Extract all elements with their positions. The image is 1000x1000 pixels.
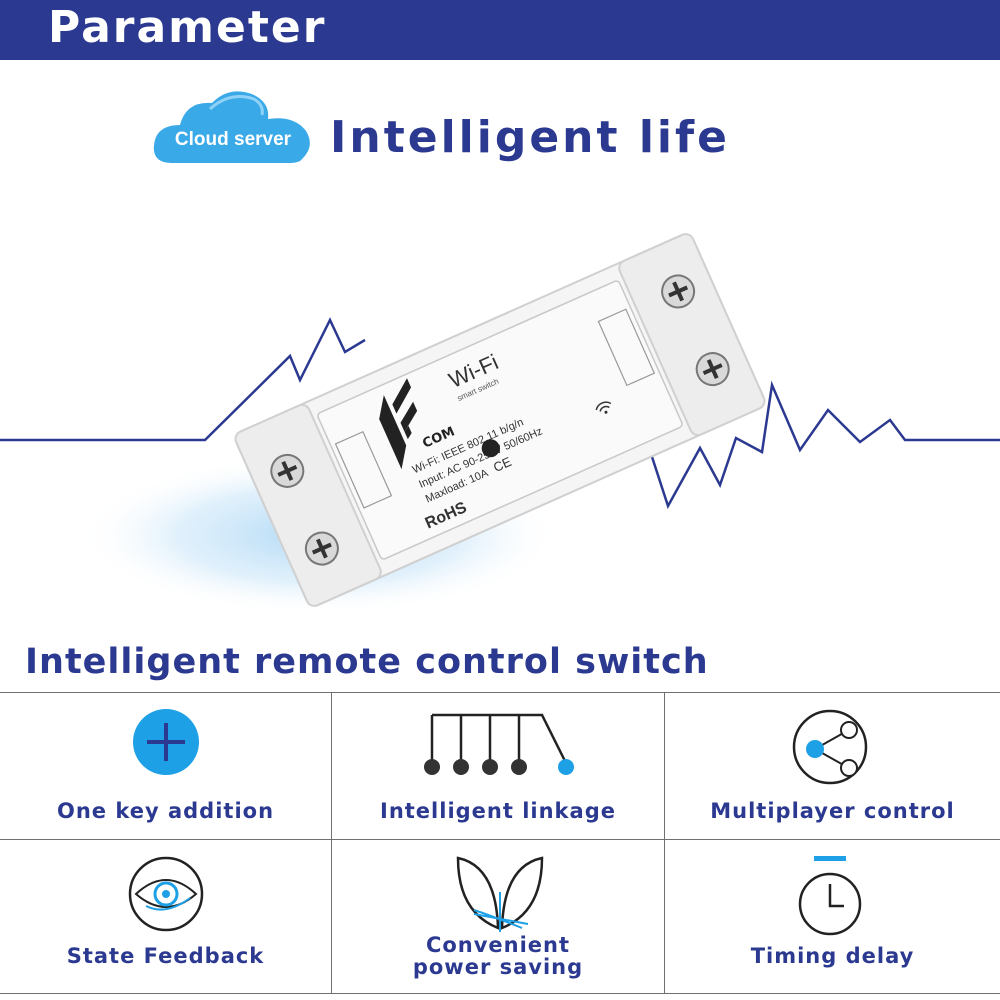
wifi-signal-icon [595, 401, 612, 414]
screw-icon [661, 274, 696, 309]
screw-icon [695, 352, 730, 387]
feature-label: One key addition [56, 799, 275, 823]
signal-line-right [638, 380, 1000, 510]
linkage-icon [424, 713, 574, 775]
section-subtitle: Intelligent remote control switch [25, 642, 709, 682]
row-divider [0, 839, 1000, 840]
feature-label-line2: power saving [412, 955, 584, 979]
feature-state-feedback: State Feedback [0, 840, 332, 993]
share-nodes-icon [792, 709, 868, 785]
feature-label: Intelligent linkage [380, 799, 616, 823]
feature-intelligent-linkage: Intelligent linkage [332, 693, 665, 839]
plus-circle-icon [133, 709, 199, 775]
cloud-server-label: Cloud server [174, 129, 292, 150]
brand-logo-icon [379, 378, 418, 470]
reset-button [481, 439, 500, 458]
leaf-icon [456, 856, 544, 932]
screw-icon [270, 453, 305, 488]
feature-one-key-addition: One key addition [0, 693, 332, 839]
signal-line [0, 317, 366, 442]
cert-ce: CE [491, 454, 514, 475]
feature-label: Multiplayer control [710, 799, 955, 823]
feature-grid: One key addition Intelligent linkage Mul… [0, 692, 1000, 994]
cloud-server-badge: Cloud server [150, 85, 316, 167]
feature-timing-delay: Timing delay [665, 840, 1000, 993]
cloud-icon [153, 91, 310, 163]
page-title: Parameter [48, 2, 327, 53]
smart-switch-device: COM Wi-Fi smart switch Wi-Fi: IEEE 802.1… [234, 233, 766, 607]
feature-label: Convenient power saving [332, 934, 664, 978]
feature-label-line1: Convenient [425, 933, 571, 957]
feature-label: Timing delay [750, 944, 915, 968]
eye-icon [128, 856, 204, 932]
feature-power-saving: Convenient power saving [332, 840, 665, 993]
headline: Intelligent life [330, 112, 730, 163]
timer-icon [798, 856, 862, 936]
product-illustration: COM Wi-Fi smart switch Wi-Fi: IEEE 802.1… [0, 170, 1000, 630]
feature-label: State Feedback [66, 944, 265, 968]
feature-multiplayer-control: Multiplayer control [665, 693, 1000, 839]
header-bar: Parameter [0, 0, 1000, 60]
screw-icon [304, 531, 339, 566]
